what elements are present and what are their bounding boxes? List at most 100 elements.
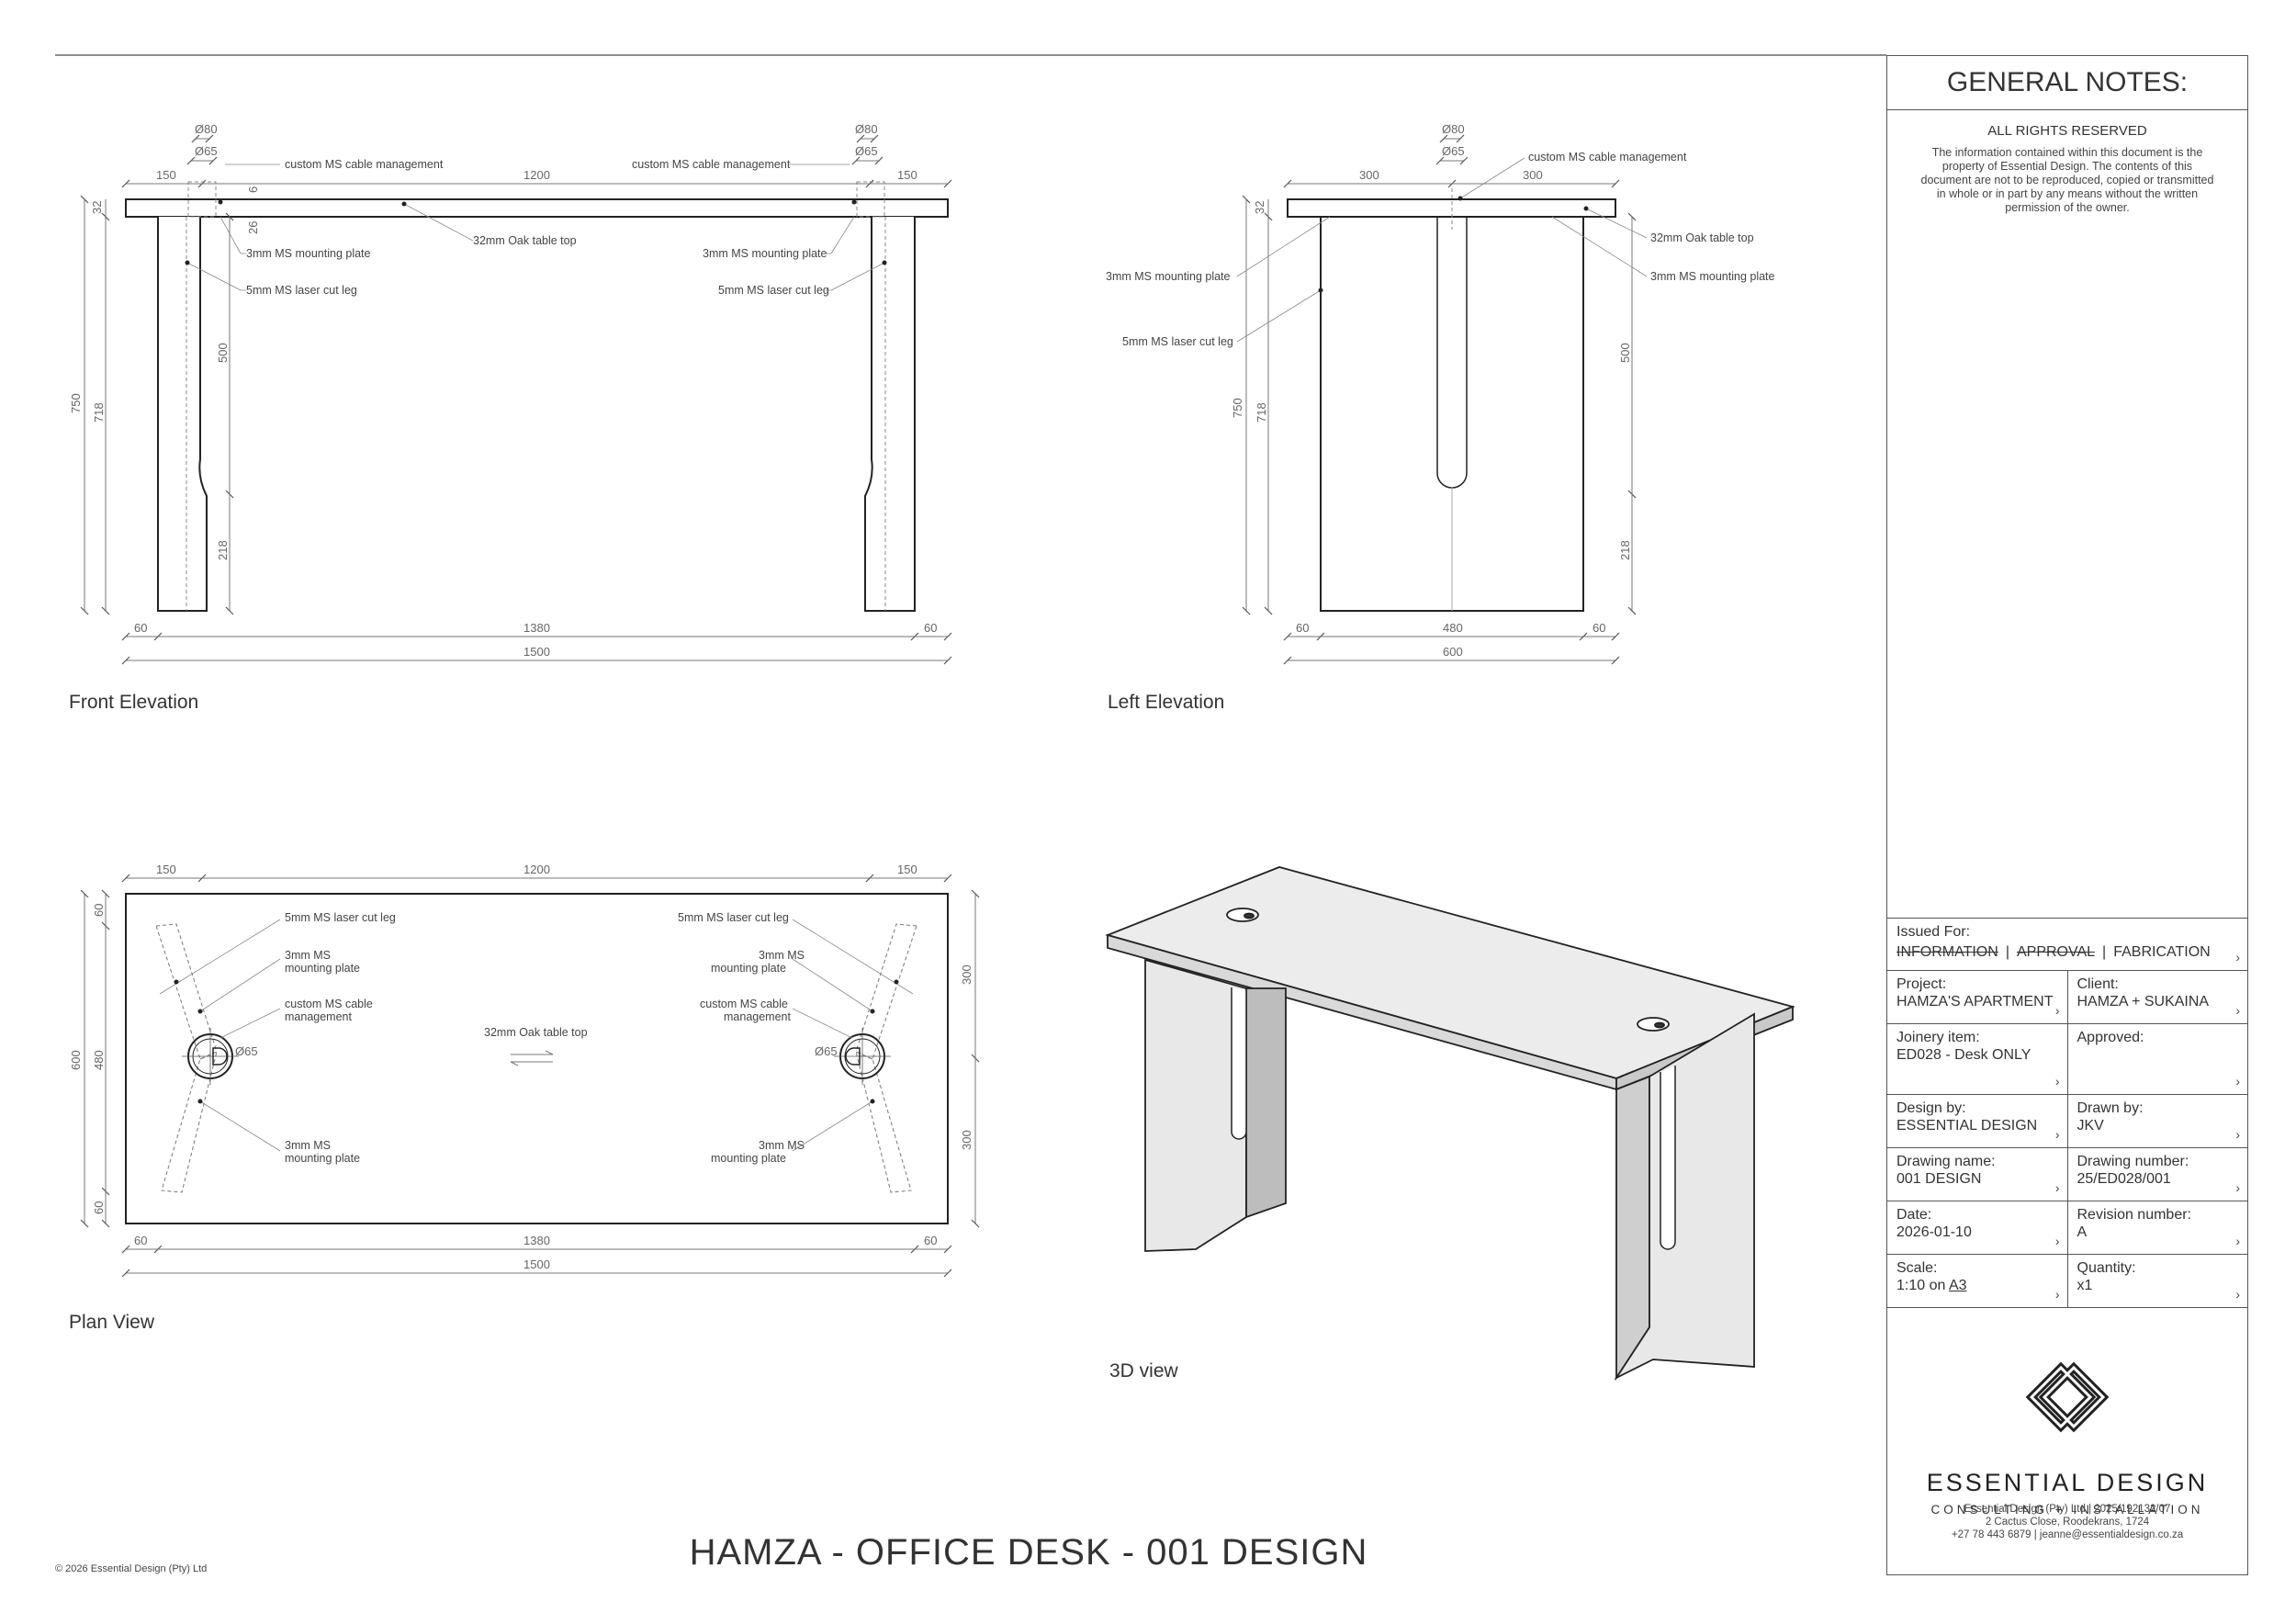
note-cable-right: custom MS cable management (632, 158, 791, 171)
dim-6: 6 (246, 186, 260, 193)
dim-60-right: 60 (924, 621, 937, 635)
left-note-top: 32mm Oak table top (1650, 231, 1754, 244)
view-title-plan: Plan View (69, 1312, 155, 1333)
separator: | (2005, 944, 2009, 960)
plan-note-cable-ra: custom MS cable (700, 998, 788, 1010)
note-leg-right: 5mm MS laser cut leg (718, 284, 829, 297)
project-value: HAMZA'S APARTMENT (1896, 994, 2054, 1009)
plan-note-cable-rb: management (724, 1010, 791, 1023)
iso-view (1105, 866, 1795, 1382)
note-plate-left: 3mm MS mounting plate (246, 247, 371, 260)
plan-note-plate-r2a: 3mm MS (759, 1139, 805, 1152)
left-dim-32: 32 (1253, 201, 1266, 214)
plan-note-leg-right: 5mm MS laser cut leg (678, 911, 789, 924)
dim-d65-left: Ø65 (195, 144, 218, 158)
plan-dim-b60b: 60 (924, 1234, 937, 1247)
scale-value: 1:10 on (1896, 1278, 1946, 1293)
left-dim-600: 600 (1443, 645, 1463, 659)
chevron-right-icon[interactable]: › (2235, 1234, 2240, 1248)
left-labels: Ø80 Ø65 300 300 custom MS cable manageme… (1106, 122, 1775, 713)
drawing-number-field[interactable]: Drawing number: 25/ED028/001 › (2066, 1148, 2248, 1201)
plan-note-leg-left: 5mm MS laser cut leg (285, 911, 396, 924)
chevron-right-icon[interactable]: › (2235, 1287, 2240, 1302)
plan-dim-1380: 1380 (523, 1234, 550, 1247)
plan-note-plate-r1b: mounting plate (711, 962, 786, 975)
sheet-copyright: © 2026 Essential Design (Pty) Ltd (55, 1563, 208, 1574)
design-by-label: Design by: (1896, 1100, 1966, 1116)
chevron-right-icon[interactable]: › (2054, 1287, 2060, 1302)
approved-field[interactable]: Approved: › (2066, 1024, 2248, 1094)
dim-150-right: 150 (897, 168, 917, 182)
client-field[interactable]: Client: HAMZA + SUKAINA › (2066, 971, 2248, 1023)
drawn-by-field[interactable]: Drawn by: JKV › (2066, 1095, 2248, 1147)
left-dim-300b: 300 (1523, 168, 1543, 182)
dim-218: 218 (216, 540, 230, 560)
scale-field[interactable]: Scale: 1:10 on A3 › (1887, 1255, 2067, 1307)
issued-fabrication[interactable]: FABRICATION (2113, 944, 2211, 960)
iso-left-leg-side (1245, 987, 1287, 1219)
company-address: 2 Cactus Close, Roodekrans, 1724 (1985, 1517, 2150, 1528)
plan-note-plate-l1a: 3mm MS (285, 949, 331, 962)
copyright-notice: The information contained within this do… (1920, 146, 2214, 214)
chevron-right-icon[interactable]: › (2235, 1180, 2240, 1195)
project-field[interactable]: Project: HAMZA'S APARTMENT › (1887, 971, 2067, 1023)
plan-note-plate-l2a: 3mm MS (285, 1139, 331, 1152)
title-block: GENERAL NOTES: ALL RIGHTS RESERVED The i… (1886, 55, 2248, 1575)
front-elevation (80, 134, 952, 665)
drawing-name-field[interactable]: Drawing name: 001 DESIGN › (1887, 1148, 2067, 1201)
left-dim-d65: Ø65 (1442, 144, 1465, 158)
sheet-title: HAMZA - OFFICE DESK - 001 DESIGN (689, 1532, 1368, 1573)
chevron-right-icon[interactable]: › (2054, 1003, 2060, 1018)
dim-500: 500 (216, 343, 230, 363)
plan-note-top: 32mm Oak table top (484, 1026, 588, 1039)
quantity-field[interactable]: Quantity: x1 › (2066, 1255, 2248, 1307)
left-note-cable: custom MS cable management (1528, 151, 1687, 164)
client-value: HAMZA + SUKAINA (2077, 994, 2210, 1009)
issued-for-label: Issued For: (1896, 924, 1971, 940)
issued-information[interactable]: INFORMATION (1896, 944, 1998, 960)
revision-field[interactable]: Revision number: A › (2066, 1201, 2248, 1254)
company-details: Essential Design (Pty) Ltd | 2025/192132… (1887, 1503, 2247, 1541)
issued-approval[interactable]: APPROVAL (2016, 944, 2096, 960)
plan-dim-150b: 150 (897, 863, 917, 876)
date-field[interactable]: Date: 2026-01-10 › (1887, 1201, 2067, 1254)
chevron-right-icon[interactable]: › (2054, 1074, 2060, 1088)
left-dim-60a: 60 (1296, 621, 1309, 635)
chevron-right-icon[interactable]: › (2235, 1127, 2240, 1142)
plan-dim-480: 480 (92, 1050, 106, 1070)
plan-note-plate-l1b: mounting plate (285, 962, 360, 975)
scale-paper-link[interactable]: A3 (1948, 1278, 1967, 1293)
plan-note-plate-l2b: mounting plate (285, 1152, 360, 1165)
revision-label: Revision number: (2077, 1207, 2192, 1223)
diamond-logo-icon (2025, 1361, 2110, 1433)
chevron-right-icon[interactable]: › (2235, 1003, 2240, 1018)
dim-1500: 1500 (523, 645, 550, 659)
front-left-leg (157, 217, 208, 612)
note-plate-right: 3mm MS mounting plate (703, 247, 827, 260)
dim-26: 26 (246, 221, 260, 234)
view-title-front: Front Elevation (69, 692, 198, 713)
front-labels: Ø80 Ø65 Ø80 Ø65 150 1200 150 custom MS c… (69, 122, 937, 713)
chevron-right-icon[interactable]: › (2235, 1074, 2240, 1088)
left-elevation (1236, 134, 1648, 665)
front-table-top (125, 198, 949, 218)
quantity-value: x1 (2077, 1278, 2093, 1293)
drawn-by-label: Drawn by: (2077, 1100, 2144, 1116)
chevron-right-icon[interactable]: › (2054, 1234, 2060, 1248)
joinery-field[interactable]: Joinery item: ED028 - Desk ONLY › (1887, 1024, 2067, 1094)
joinery-label: Joinery item: (1896, 1030, 1980, 1045)
chevron-right-icon[interactable]: › (2235, 950, 2240, 964)
chevron-right-icon[interactable]: › (2054, 1180, 2060, 1195)
company-logo: ESSENTIAL DESIGN CONSULTING + INSTALLATI… (1887, 1337, 2247, 1517)
design-by-field[interactable]: Design by: ESSENTIAL DESIGN › (1887, 1095, 2067, 1147)
left-note-leg: 5mm MS laser cut leg (1122, 335, 1233, 348)
chevron-right-icon[interactable]: › (2054, 1127, 2060, 1142)
plan-note-cable-la: custom MS cable (285, 998, 373, 1010)
plan-dim-300b: 300 (960, 1130, 974, 1150)
dim-750: 750 (69, 393, 83, 413)
note-top: 32mm Oak table top (473, 234, 577, 247)
dim-d80-right: Ø80 (855, 122, 878, 136)
front-right-leg (864, 217, 916, 612)
iso-right-leg-front (1615, 1075, 1650, 1382)
